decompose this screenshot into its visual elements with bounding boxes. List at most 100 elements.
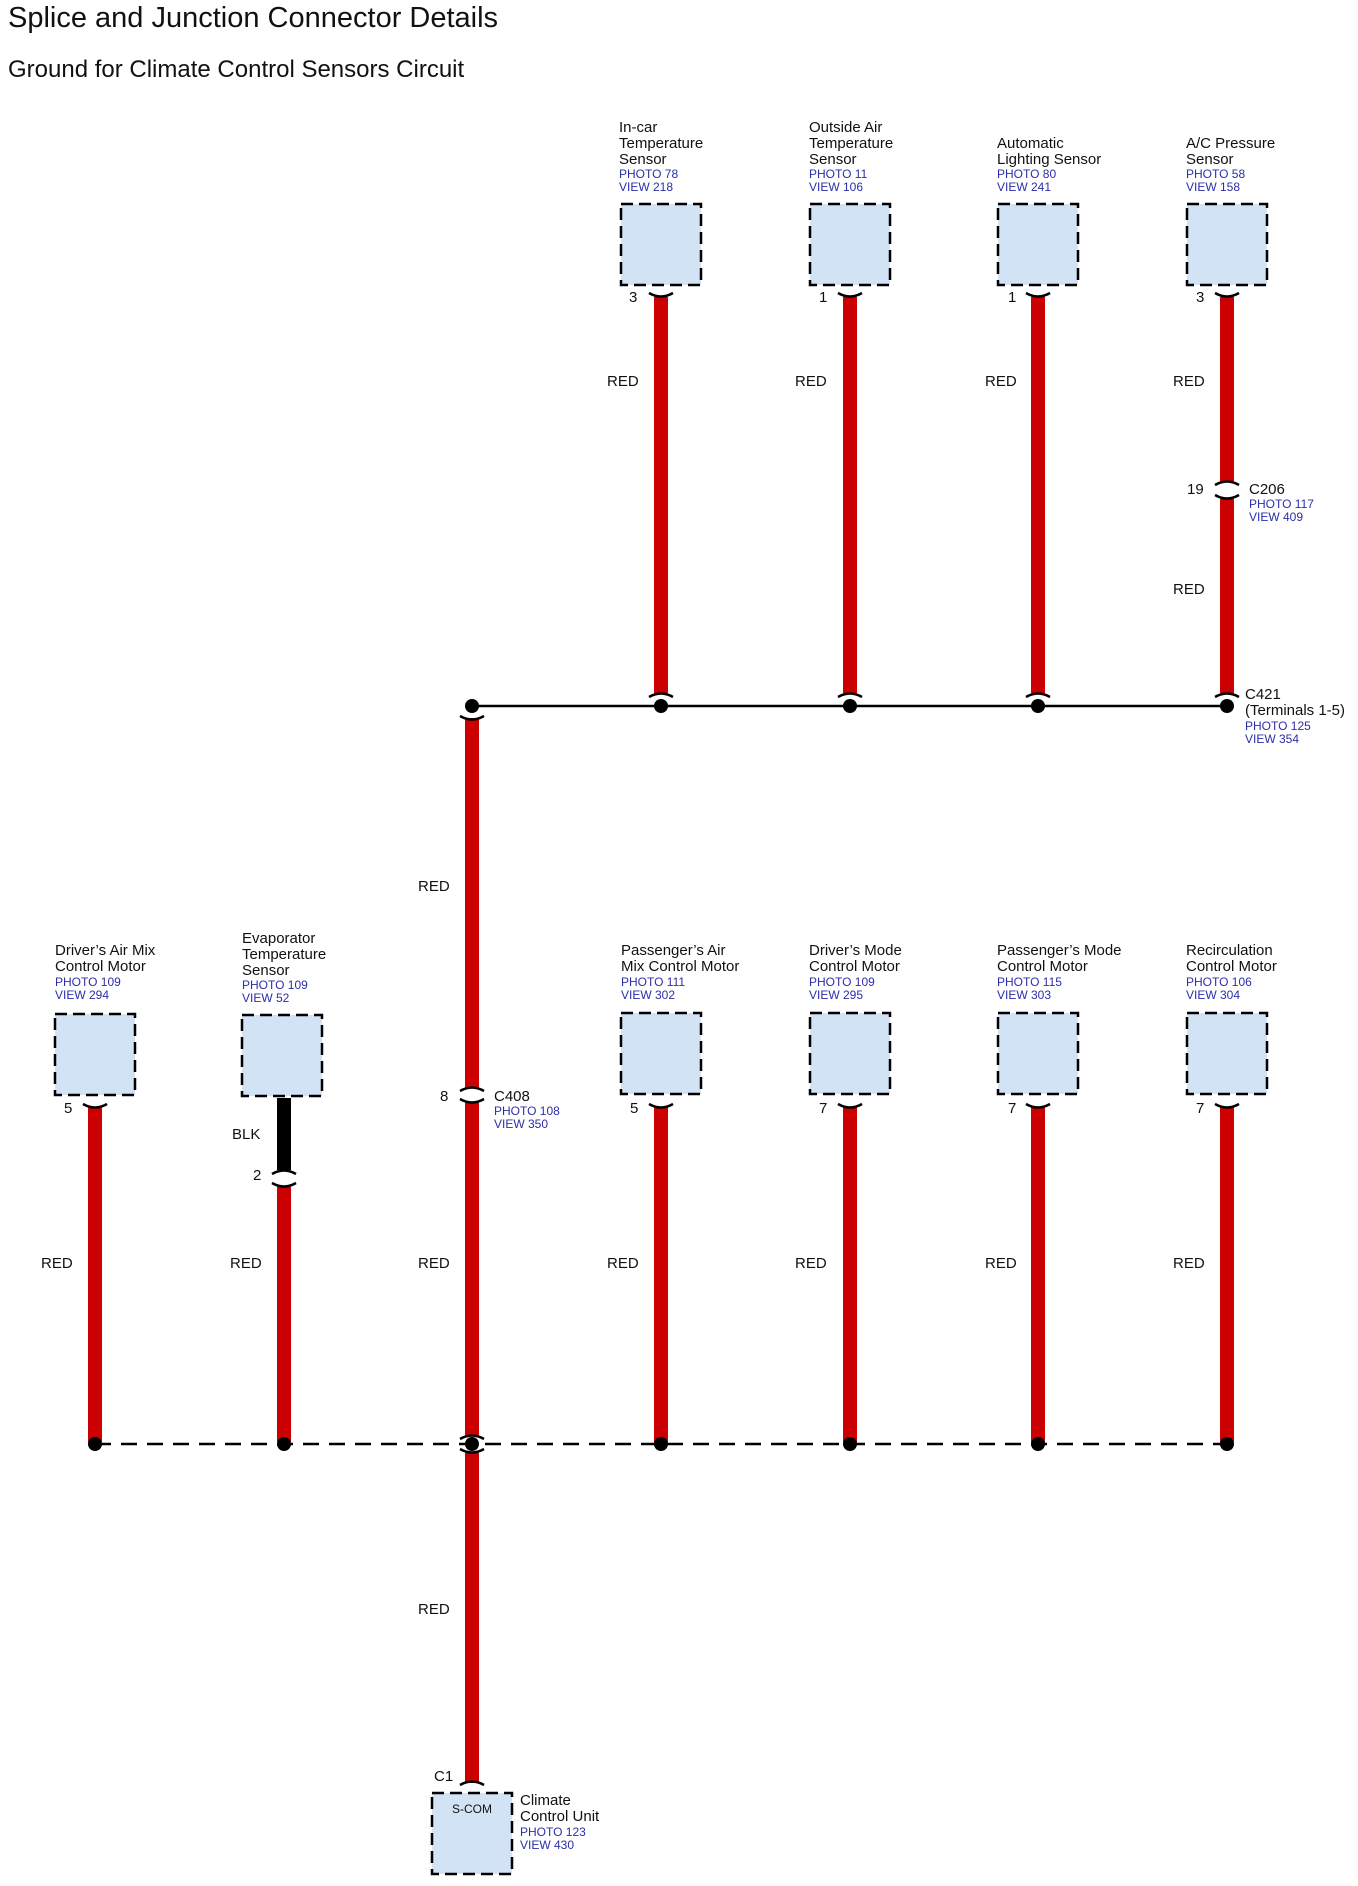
- component-evaporator-sensor: Evaporator Temperature Sensor PHOTO 109 …: [230, 930, 326, 1272]
- view-ref: VIEW 304: [1186, 988, 1240, 1002]
- component-recirculation-motor: Recirculation Control Motor PHOTO 106 VI…: [1173, 942, 1277, 1272]
- wire-drivers-mode: [843, 1107, 857, 1442]
- wire-color-label: RED: [795, 1255, 827, 1272]
- component-name-line: Driver’s Mode: [809, 942, 902, 959]
- wire-color-label: BLK: [232, 1126, 260, 1143]
- photo-ref: PHOTO 109: [809, 975, 875, 989]
- view-ref: VIEW 294: [55, 988, 109, 1002]
- component-name-line: Temperature: [242, 946, 326, 963]
- photo-ref: PHOTO 80: [997, 167, 1056, 181]
- component-name-line: Temperature: [619, 135, 703, 152]
- connector-id: C421: [1245, 686, 1281, 703]
- component-name-line: In-car: [619, 119, 657, 136]
- pin-number: 7: [819, 1100, 827, 1117]
- wire-outside-air-sensor: [843, 297, 857, 693]
- wire-drivers-air-mix: [88, 1107, 102, 1442]
- pin-number: 5: [630, 1100, 638, 1117]
- connector-caps: [82, 291, 1240, 1787]
- component-name-line: Sensor: [242, 962, 290, 979]
- wire-to-climate-unit: [465, 1453, 479, 1783]
- wire-passengers-mode: [1031, 1107, 1045, 1442]
- component-name-line: Climate: [520, 1792, 571, 1809]
- component-name-line: Control Motor: [55, 958, 146, 975]
- pin-number: 1: [1008, 289, 1016, 306]
- pin-number: 3: [629, 289, 637, 306]
- component-box: [1185, 1011, 1269, 1096]
- connector-c421: C421 (Terminals 1-5) PHOTO 125 VIEW 354: [1245, 686, 1345, 746]
- wire-evaporator-blk: [277, 1098, 291, 1170]
- component-box: [808, 1011, 892, 1096]
- component-name-line: Control Unit: [520, 1808, 600, 1825]
- wire-color-label: RED: [1173, 581, 1205, 598]
- wire-color-label: RED: [607, 373, 639, 390]
- pin-number: 19: [1187, 481, 1204, 498]
- component-name-line: A/C Pressure: [1186, 135, 1275, 152]
- view-ref: VIEW 350: [494, 1117, 548, 1131]
- connector-terminals: (Terminals 1-5): [1245, 702, 1345, 719]
- component-box: [430, 1791, 514, 1876]
- component-box: [619, 1011, 703, 1096]
- component-name-line: Lighting Sensor: [997, 151, 1101, 168]
- connector-c206: 19 C206 PHOTO 117 VIEW 409 RED: [1173, 481, 1314, 598]
- page-subtitle: Ground for Climate Control Sensors Circu…: [8, 56, 465, 83]
- junction-dots: [88, 699, 1234, 1451]
- component-box: [240, 1013, 324, 1098]
- component-passengers-air-mix-motor: Passenger’s Air Mix Control Motor PHOTO …: [607, 942, 739, 1272]
- photo-ref: PHOTO 58: [1186, 167, 1245, 181]
- view-ref: VIEW 106: [809, 180, 863, 194]
- view-ref: VIEW 158: [1186, 180, 1240, 194]
- wire-color-label: RED: [230, 1255, 262, 1272]
- wire-ac-pressure-sensor-lower: [1220, 499, 1234, 693]
- view-ref: VIEW 241: [997, 180, 1051, 194]
- component-name-line: Passenger’s Mode: [997, 942, 1122, 959]
- photo-ref: PHOTO 11: [809, 167, 868, 181]
- wire-color-label: RED: [418, 1255, 450, 1272]
- pin-number: 3: [1196, 289, 1204, 306]
- wire-in-car-sensor: [654, 297, 668, 693]
- wire-color-label: RED: [1173, 373, 1205, 390]
- wire-auto-lighting-sensor: [1031, 297, 1045, 693]
- connector-c408: RED 8 C408 PHOTO 108 VIEW 350 RED: [418, 878, 560, 1272]
- component-name-line: Control Motor: [809, 958, 900, 975]
- component-ac-pressure-sensor: A/C Pressure Sensor PHOTO 58 VIEW 158 3 …: [1173, 135, 1275, 390]
- component-box: [996, 1011, 1080, 1096]
- pin-number: C1: [434, 1768, 453, 1785]
- component-box: [619, 202, 703, 287]
- component-drivers-mode-motor: Driver’s Mode Control Motor PHOTO 109 VI…: [795, 942, 902, 1272]
- component-drivers-air-mix-motor: Driver’s Air Mix Control Motor PHOTO 109…: [41, 942, 156, 1272]
- component-climate-control-unit: RED C1 S-COM Climate Control Unit PHOTO …: [418, 1601, 600, 1876]
- view-ref: VIEW 303: [997, 988, 1051, 1002]
- wire-passengers-air-mix: [654, 1107, 668, 1442]
- photo-ref: PHOTO 109: [55, 975, 121, 989]
- wire-ac-pressure-sensor-upper: [1220, 297, 1234, 481]
- view-ref: VIEW 302: [621, 988, 675, 1002]
- component-name-line: Evaporator: [242, 930, 315, 947]
- component-in-car-sensor: In-car Temperature Sensor PHOTO 78 VIEW …: [607, 119, 703, 390]
- wire-trunk-lower: [465, 1103, 479, 1435]
- component-name-line: Mix Control Motor: [621, 958, 739, 975]
- wire-color-label: RED: [41, 1255, 73, 1272]
- view-ref: VIEW 409: [1249, 510, 1303, 524]
- component-passengers-mode-motor: Passenger’s Mode Control Motor PHOTO 115…: [985, 942, 1122, 1272]
- component-box: [1185, 202, 1269, 287]
- wire-color-label: RED: [607, 1255, 639, 1272]
- component-auto-lighting-sensor: Automatic Lighting Sensor PHOTO 80 VIEW …: [985, 135, 1101, 390]
- component-box: [808, 202, 892, 287]
- component-name-line: Outside Air: [809, 119, 882, 136]
- component-box: [996, 202, 1080, 287]
- wire-color-label: RED: [985, 373, 1017, 390]
- wire-recirculation: [1220, 1107, 1234, 1442]
- wire-evaporator-red: [277, 1187, 291, 1442]
- component-name-line: Automatic: [997, 135, 1064, 152]
- wire-color-label: RED: [418, 1601, 450, 1618]
- pin-number: 7: [1196, 1100, 1204, 1117]
- view-ref: VIEW 295: [809, 988, 863, 1002]
- pin-number: 2: [253, 1167, 261, 1184]
- component-name-line: Temperature: [809, 135, 893, 152]
- component-name-line: Sensor: [1186, 151, 1234, 168]
- component-box: [53, 1012, 137, 1097]
- component-name-line: Recirculation: [1186, 942, 1273, 959]
- component-name-line: Control Motor: [997, 958, 1088, 975]
- wire-color-label: RED: [418, 878, 450, 895]
